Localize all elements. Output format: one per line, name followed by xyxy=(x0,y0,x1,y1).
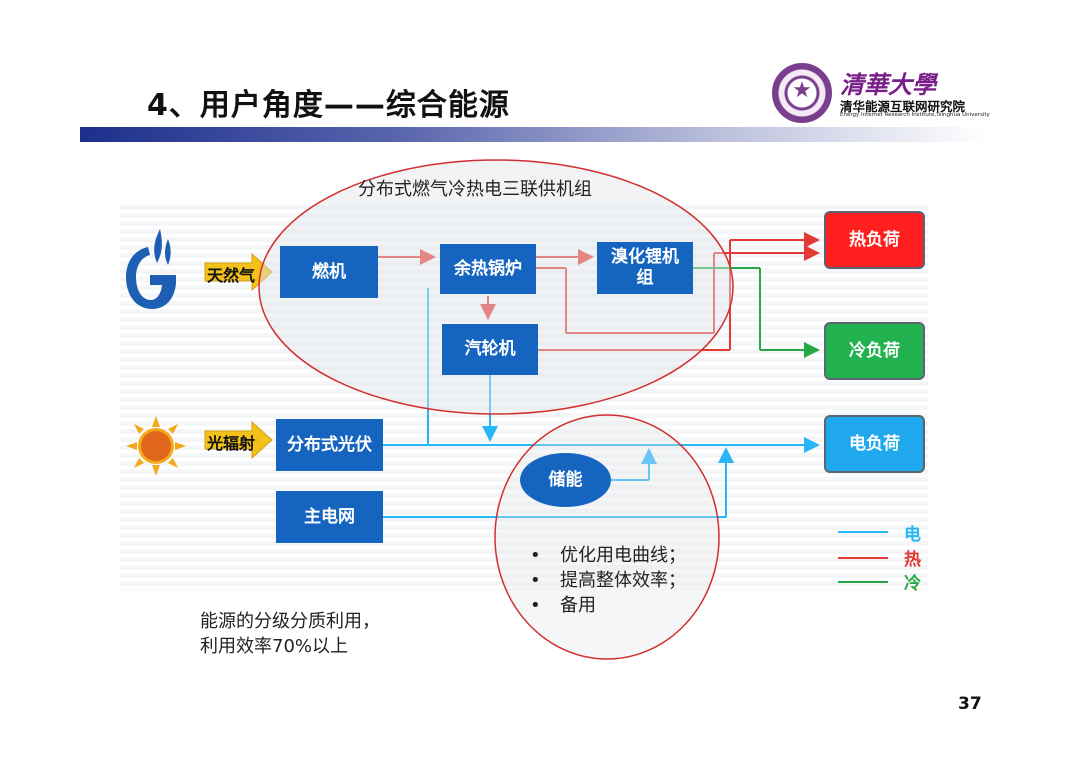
benefit-item: •备用 xyxy=(530,595,596,616)
main-grid-node: 主电网 xyxy=(276,491,383,543)
storage-node: 储能 xyxy=(520,453,611,507)
title-underline-bar xyxy=(80,127,985,142)
benefit-item: •提高整体效率； xyxy=(530,570,686,591)
slide-title: 4、用户角度——综合能源 xyxy=(147,88,510,123)
efficiency-note-line2: 利用效率70%以上 xyxy=(200,636,349,657)
natural-gas-flame-g-icon xyxy=(126,229,176,309)
logo-institute-english: Energy Internet Research Institute,Tsing… xyxy=(840,112,990,118)
logo-institute-name: 清华能源互联网研究院 xyxy=(840,99,966,114)
tsinghua-seal-icon: ★ xyxy=(772,63,832,123)
heat-load-node: 热负荷 xyxy=(824,211,925,269)
benefit-item: •优化用电曲线； xyxy=(530,545,686,566)
waste-heat-boiler-node: 余热锅炉 xyxy=(440,244,536,294)
efficiency-note-line1: 能源的分级分质利用， xyxy=(200,611,380,632)
legend-electric-label: 电 xyxy=(904,525,921,545)
page-number: 37 xyxy=(958,694,982,714)
logo-calligraphy: 清華大學 xyxy=(840,70,936,99)
gas-input-label: 天然气 xyxy=(207,266,256,285)
steam-turbine-node: 汽轮机 xyxy=(442,324,538,375)
legend-cold-label: 冷 xyxy=(904,574,921,594)
power-load-node: 电负荷 xyxy=(824,415,925,473)
solar-input-label: 光辐射 xyxy=(207,434,256,453)
tsinghua-logo: ★ 清華大學 清华能源互联网研究院 Energy Internet Resear… xyxy=(772,63,990,123)
solar-input-arrow xyxy=(204,420,273,460)
libr-chiller-node: 溴化锂机组 xyxy=(597,242,693,294)
legend-heat-label: 热 xyxy=(904,550,921,570)
storage-ellipse xyxy=(494,414,720,660)
cold-load-node: 冷负荷 xyxy=(824,322,925,380)
gas-input-arrow xyxy=(204,252,273,292)
sun-icon xyxy=(126,416,186,476)
gas-engine-node: 燃机 xyxy=(280,246,378,298)
chp-group-label: 分布式燃气冷热电三联供机组 xyxy=(358,179,592,200)
pv-node: 分布式光伏 xyxy=(276,419,383,471)
